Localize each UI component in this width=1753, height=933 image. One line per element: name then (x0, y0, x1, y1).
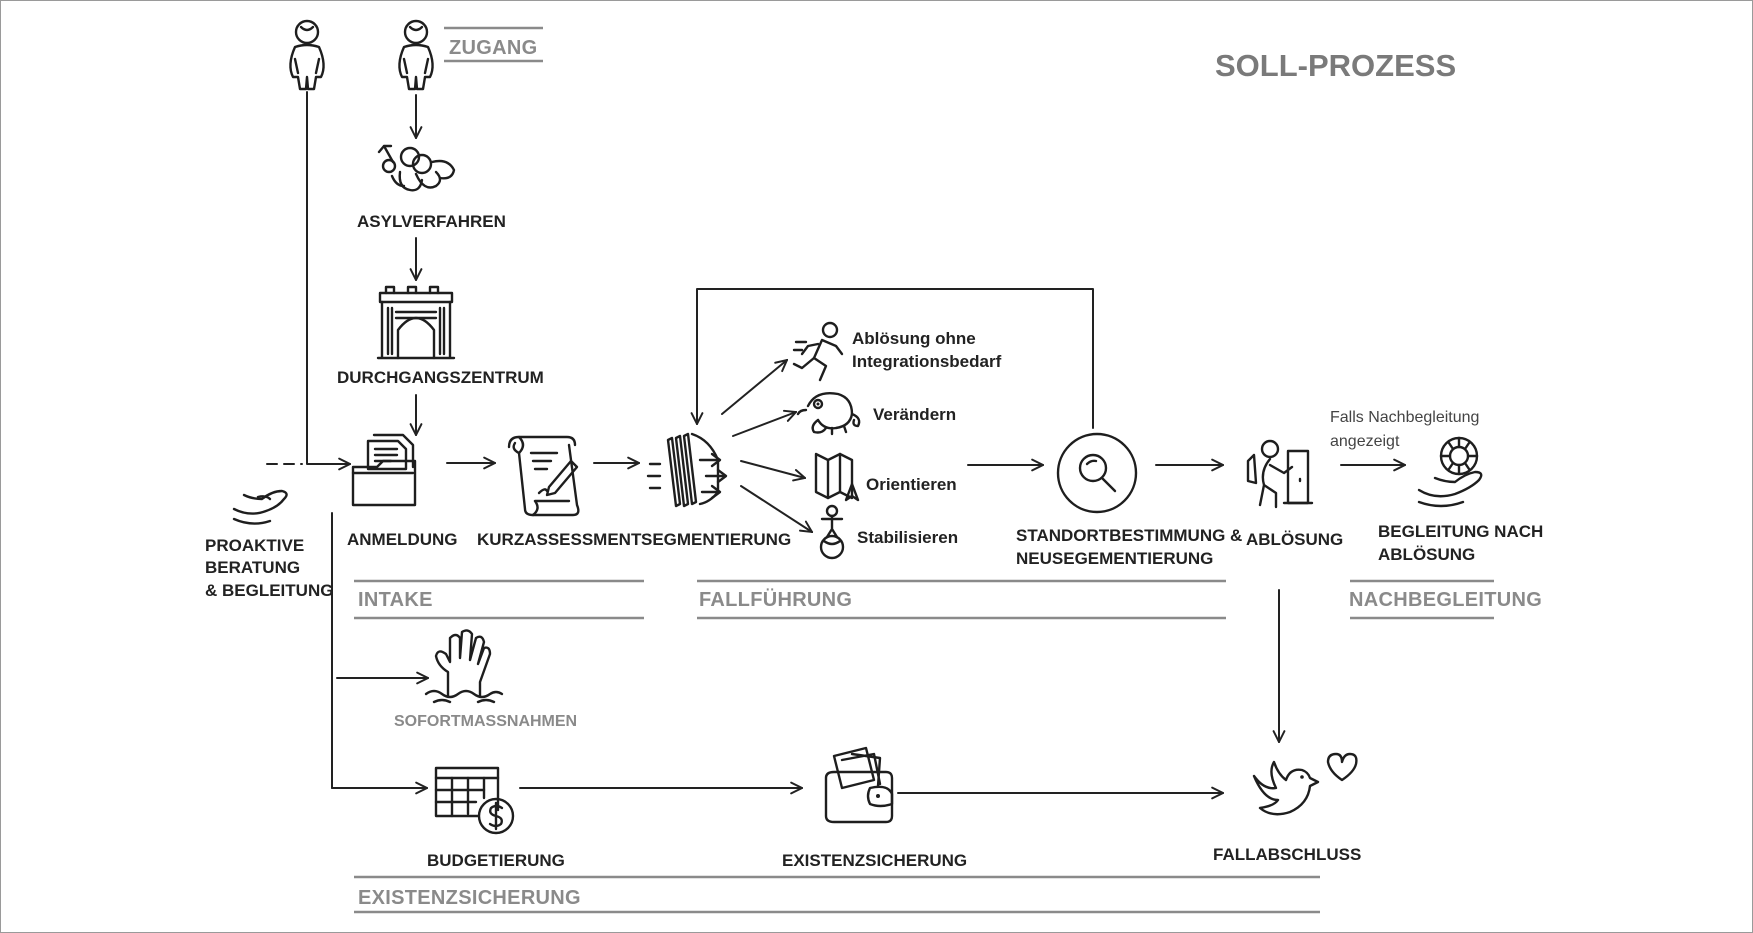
label-asylverfahren: ASYLVERFAHREN (357, 212, 506, 231)
wallet-money-icon (824, 746, 894, 824)
drowning-hand-icon (424, 629, 504, 704)
arrow-seg-to-abloesung-ohne (721, 360, 787, 415)
note-nachbegleitung-1: Falls Nachbegleitung (1330, 409, 1479, 426)
label-abloesung-ohne-2: Integrationsbedarf (852, 352, 1002, 371)
calendar-dollar-icon (434, 766, 515, 835)
label-fallabschluss: FALLABSCHLUSS (1213, 845, 1361, 864)
magnifier-icon (1056, 432, 1138, 514)
hand-lifebuoy-icon (1417, 436, 1483, 508)
label-segmentierung: SEGMENTIERUNG (641, 530, 791, 549)
label-kurzassessment: KURZASSESSMENT (477, 530, 642, 549)
flow-arrows (266, 91, 1405, 793)
person-door-icon (1246, 439, 1314, 509)
phase-rules (354, 26, 1494, 914)
label-orientieren: Orientieren (866, 475, 957, 494)
phase-nachbegleitung: NACHBEGLEITUNG (1349, 589, 1542, 611)
label-standort-1: STANDORTBESTIMMUNG & (1016, 526, 1242, 545)
label-sofortmassnahmen: SOFORTMASSNAHMEN (394, 713, 577, 730)
phase-zugang: ZUGANG (449, 37, 537, 59)
balance-ball-icon (819, 504, 845, 560)
arrow-person-to-anmeldung (306, 91, 350, 464)
phase-fallfuehrung: FALLFÜHRUNG (699, 588, 852, 611)
label-proaktive-1: PROAKTIVE (205, 536, 304, 555)
person-icon (398, 19, 434, 91)
folder-documents-icon (351, 433, 417, 507)
label-begleitung-nach-2: ABLÖSUNG (1378, 545, 1475, 564)
diagram-title: SOLL-PROZESS (1215, 48, 1456, 83)
label-existenzsicherung: EXISTENZSICHERUNG (782, 851, 967, 870)
label-veraendern: Verändern (873, 405, 956, 424)
family-journey-icon (377, 144, 456, 192)
arrow-seg-to-stabilisieren (740, 485, 812, 532)
label-proaktive-2: BERATUNG (205, 558, 300, 577)
scroll-pen-icon (507, 435, 580, 517)
chameleon-icon (796, 392, 861, 436)
map-icon (814, 452, 860, 502)
label-anmeldung: ANMELDUNG (347, 530, 458, 549)
person-icon (289, 19, 325, 91)
label-abloesung-ohne-1: Ablösung ohne (852, 329, 976, 348)
runner-icon (792, 321, 844, 382)
phase-intake: INTAKE (358, 589, 433, 611)
layers-sort-icon (646, 432, 728, 508)
phase-existenzsicherung: EXISTENZSICHERUNG (358, 887, 581, 909)
label-durchgangszentrum: DURCHGANGSZENTRUM (337, 368, 544, 387)
note-nachbegleitung-2: angezeigt (1330, 433, 1400, 450)
label-standort-2: NEUSEGEMENTIERUNG (1016, 549, 1213, 568)
arrow-seg-to-orientieren (740, 460, 805, 478)
label-proaktive-3: & BEGLEITUNG (205, 581, 333, 600)
arrow-seg-to-veraendern (732, 412, 796, 437)
helping-hand-icon (232, 489, 288, 525)
building-arch-icon (376, 285, 456, 360)
label-stabilisieren: Stabilisieren (857, 528, 958, 547)
label-budgetierung: BUDGETIERUNG (427, 851, 565, 870)
arrow-feedback-loop (697, 288, 1094, 429)
label-begleitung-nach-1: BEGLEITUNG NACH (1378, 522, 1543, 541)
bird-heart-icon (1252, 752, 1358, 816)
label-abloesung: ABLÖSUNG (1246, 530, 1343, 549)
